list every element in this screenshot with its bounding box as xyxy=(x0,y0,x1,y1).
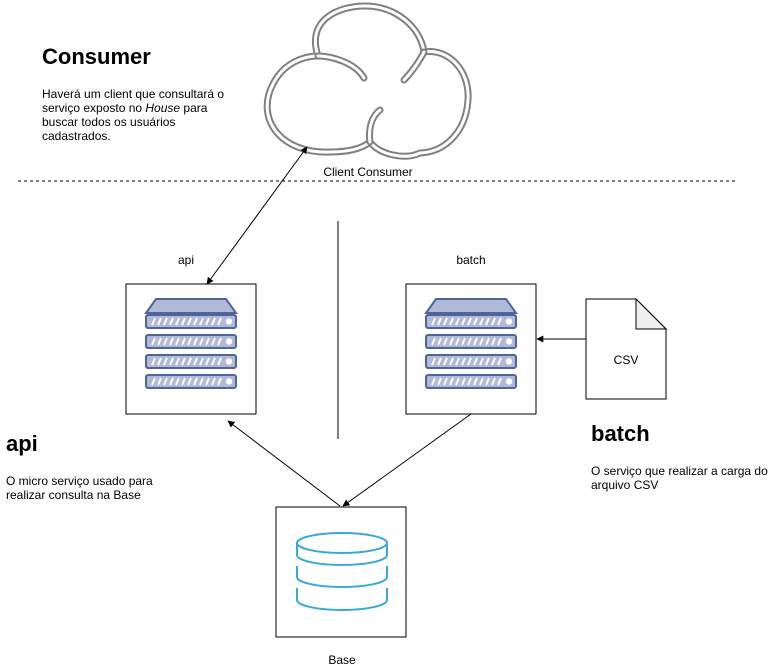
batch-title: batch xyxy=(591,421,650,446)
base-api-connector xyxy=(227,420,341,507)
cloud-icon xyxy=(263,2,472,160)
api-node-label: api xyxy=(177,253,194,267)
consumer-description: Haverá um client que consultará o serviç… xyxy=(42,87,227,143)
base-node-label: Base xyxy=(328,653,356,667)
api-server-icon xyxy=(146,299,236,388)
consumer-description-text-end: para buscar todos os usuários cadastrado… xyxy=(42,101,208,143)
client-api-connector xyxy=(206,146,308,285)
batch-description: O serviço que realizar a carga do arquiv… xyxy=(591,464,768,492)
batch-server-icon xyxy=(426,299,516,388)
batch-node-label: batch xyxy=(456,253,486,267)
consumer-title: Consumer xyxy=(42,44,151,69)
consumer-description-emphasis: House xyxy=(145,101,181,115)
batch-base-connector xyxy=(342,413,472,507)
database-icon xyxy=(296,532,388,611)
api-title: api xyxy=(6,431,38,456)
csv-node-label: CSV xyxy=(613,353,639,367)
consumer-description-text: Haverá um client que consultará o serviç… xyxy=(42,87,225,115)
client-consumer-label: Client Consumer xyxy=(323,165,413,179)
csv-file-icon[interactable] xyxy=(585,297,668,400)
api-description: O micro serviço usado para realizar cons… xyxy=(6,474,153,502)
